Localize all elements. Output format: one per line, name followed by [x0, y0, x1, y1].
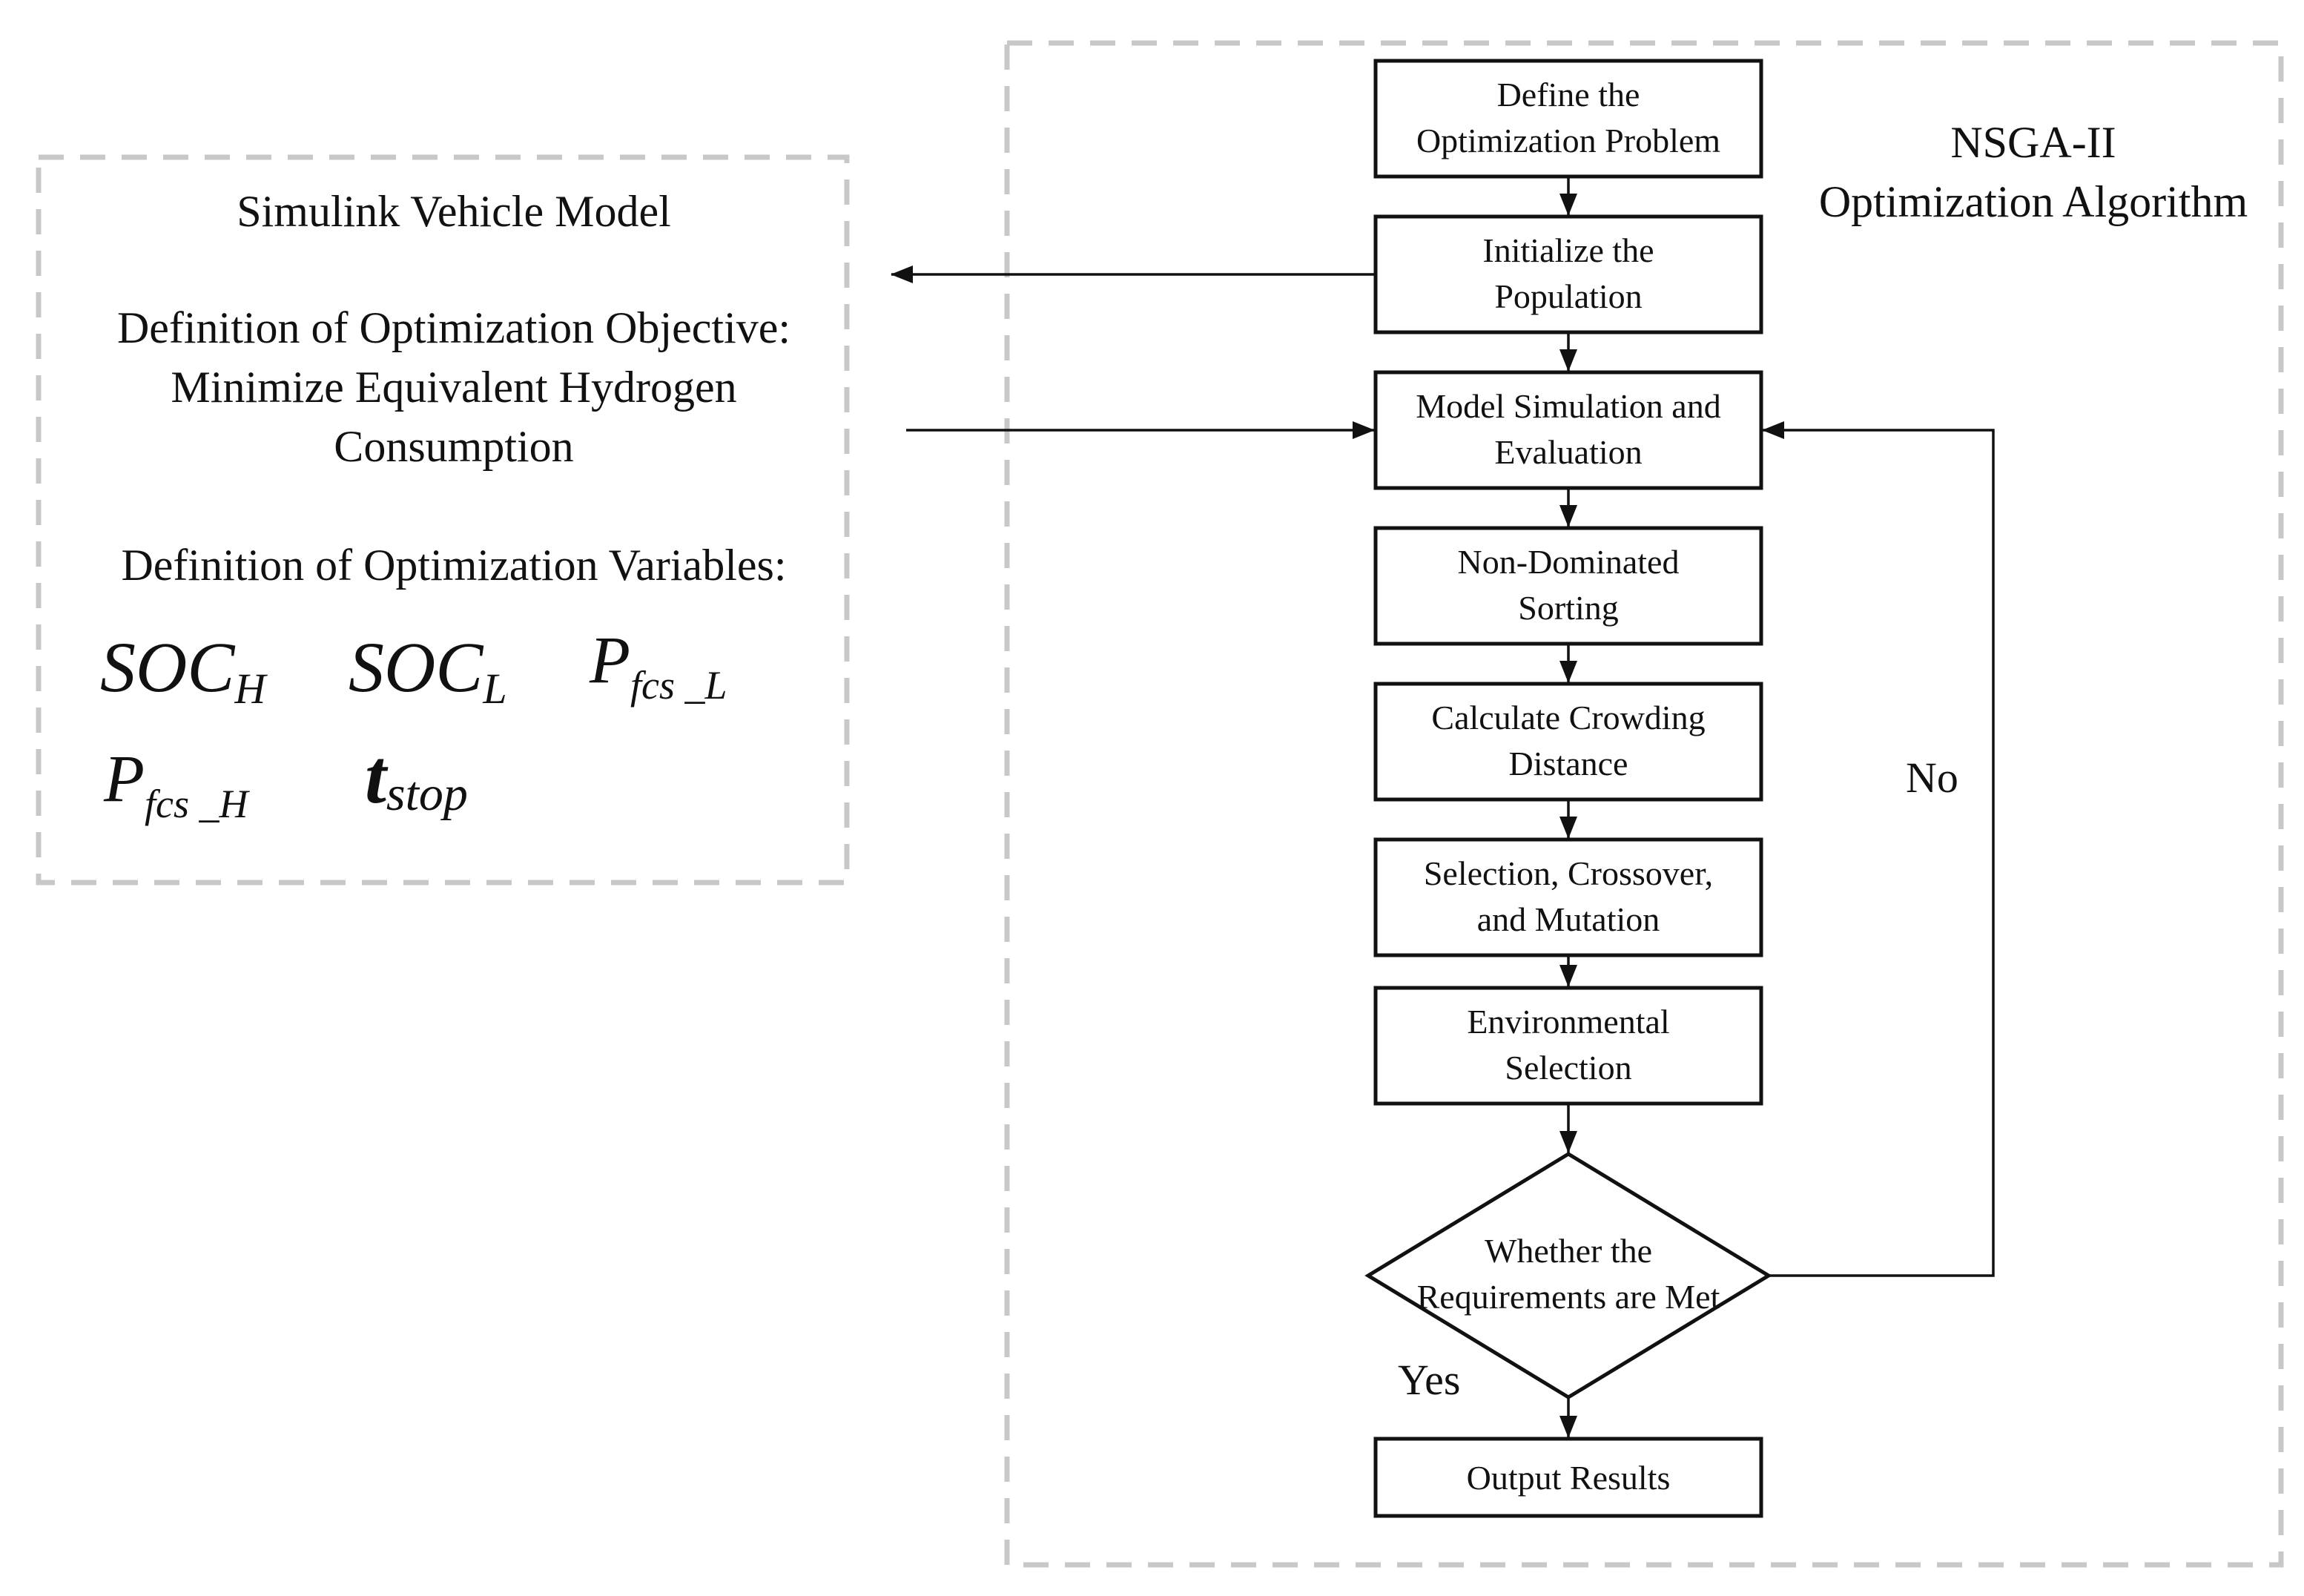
objective-line-2: Minimize Equivalent Hydrogen: [171, 363, 736, 412]
step-environmental-selection: [1373, 986, 1763, 1106]
step-define-problem-line-2: Optimization Problem: [1416, 122, 1720, 159]
step-crowding-distance-line-2: Distance: [1509, 745, 1628, 782]
no-label: No: [1906, 754, 1958, 802]
decision-line-1: Whether the: [1485, 1232, 1652, 1270]
objective-line-1: Definition of Optimization Objective:: [117, 303, 790, 352]
step-initialize-population-line-1: Initialize the: [1482, 231, 1654, 269]
step-selection-crossover-mutation: [1373, 837, 1763, 957]
objective-line-3: Consumption: [334, 422, 573, 471]
step-model-simulation-line-2: Evaluation: [1494, 433, 1642, 471]
var-soc-h: SOCH: [100, 627, 268, 713]
step-initialize-population-line-2: Population: [1494, 277, 1642, 315]
simulink-model-title: Simulink Vehicle Model: [237, 187, 671, 236]
step-non-dominated-sorting-line-1: Non-Dominated: [1458, 543, 1680, 581]
step-model-simulation: [1373, 370, 1763, 490]
var-p-fcs-l: Pfcs _L: [589, 624, 727, 708]
step-output-results-label: Output Results: [1467, 1459, 1671, 1497]
variables-heading: Definition of Optimization Variables:: [121, 541, 786, 590]
step-define-problem-line-1: Define the: [1497, 76, 1640, 113]
yes-label: Yes: [1398, 1356, 1460, 1404]
step-environmental-selection-line-2: Selection: [1505, 1049, 1631, 1086]
step-model-simulation-line-1: Model Simulation and: [1416, 387, 1720, 425]
simulink-model-container: [36, 154, 850, 886]
step-non-dominated-sorting: [1373, 526, 1763, 646]
decision-line-2: Requirements are Met: [1417, 1278, 1720, 1316]
var-soc-l: SOCL: [349, 627, 507, 713]
var-t-stop: tstop: [365, 734, 468, 821]
nsga-ii-container: [1004, 40, 2284, 1568]
step-non-dominated-sorting-line-2: Sorting: [1518, 589, 1618, 627]
step-selection-crossover-mutation-line-2: and Mutation: [1477, 900, 1660, 938]
step-define-problem: [1373, 59, 1763, 179]
var-p-fcs-h: Pfcs _H: [103, 742, 250, 826]
nsga-ii-title-line-2: Optimization Algorithm: [1819, 177, 2248, 226]
step-selection-crossover-mutation-line-1: Selection, Crossover,: [1424, 854, 1713, 892]
arrow-no-loop-back: [1762, 421, 1995, 1277]
nsga-ii-title-line-1: NSGA-II: [1950, 118, 2116, 167]
step-environmental-selection-line-1: Environmental: [1467, 1003, 1669, 1041]
step-output-results: [1373, 1437, 1763, 1518]
step-crowding-distance-line-1: Calculate Crowding: [1431, 699, 1705, 736]
step-crowding-distance: [1373, 682, 1763, 802]
